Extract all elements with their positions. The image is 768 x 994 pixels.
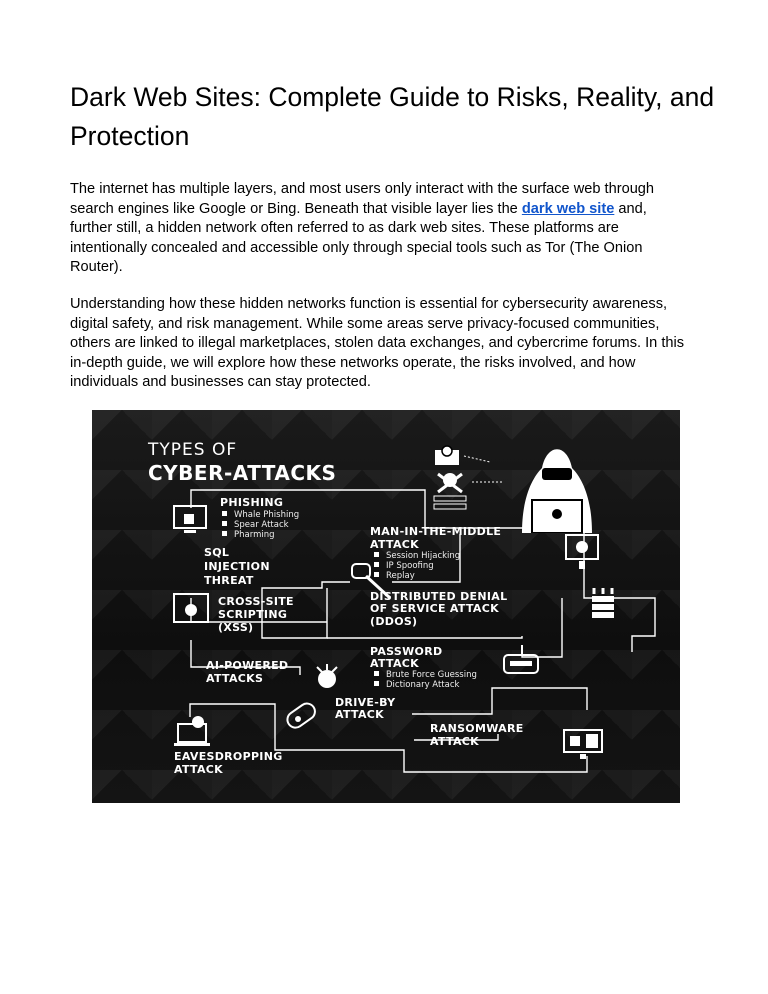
driveby-line2: ATTACK [335,708,384,721]
password-item: Brute Force Guessing [374,670,477,680]
phishing-item: Whale Phishing [222,510,299,520]
cyber-attacks-infographic: TYPES OF CYBER-ATTACKS PHISHING Whale Ph… [92,410,680,803]
xss-line1: CROSS-SITE [218,595,294,608]
email-virus-icon [435,445,459,465]
database-key-icon [351,563,392,600]
sql-line2: INJECTION [204,560,270,573]
ransomware-monitor-icon [563,729,603,759]
ransomware-line2: ATTACK [430,735,479,748]
usb-drive-icon [286,702,316,729]
xss-line2: SCRIPTING [218,608,288,621]
mitm-monitor-icon [565,534,599,569]
password-field-icon [503,645,539,674]
ransomware-line1: RANSOMWARE [430,722,524,735]
text-segment: and, [614,200,647,217]
text-line: others are linked to illegal marketplace… [70,335,685,352]
password-line1: PASSWORD [370,645,443,658]
phishing-item: Pharming [222,530,275,540]
mitm-line2: ATTACK [370,538,419,551]
ai-line1: AI-POWERED [206,659,289,672]
understanding-paragraph: Understanding how these hidden networks … [70,295,684,393]
eavesdropping-line2: ATTACK [174,763,223,776]
xss-line3: (XSS) [218,621,254,634]
text-line: individuals and businesses can stay prot… [70,374,371,391]
xss-browser-bug-icon [173,593,209,623]
hooded-hacker-icon [522,449,592,533]
mitm-item: Replay [374,571,415,581]
phishing-item: Spear Attack [222,520,289,530]
text-line: further still, a hidden network often re… [70,220,619,237]
password-item: Dictionary Attack [374,680,459,690]
ai-line2: ATTACKS [206,672,264,685]
phishing-title: PHISHING [220,496,284,509]
page-title: Dark Web Sites: Complete Guide to Risks,… [70,82,715,151]
text-segment: search engines like Google or Bing. Bene… [70,200,522,217]
ddos-line1: DISTRIBUTED DENIAL [370,590,508,603]
ddos-line3: (DDOS) [370,615,418,628]
sql-line3: THREAT [204,574,254,587]
text-line: The internet has multiple layers, and mo… [70,181,655,197]
mitm-line1: MAN-IN-THE-MIDDLE [370,525,502,538]
eavesdropping-line1: EAVESDROPPING [174,750,283,763]
ddos-line2: OF SERVICE ATTACK [370,602,499,615]
text-line: intentionally concealed and accessible o… [70,239,643,256]
text-line: search engines like Google or Bing. Bene… [70,200,654,220]
text-line: Router). [70,259,123,276]
sql-line1: SQL [204,546,230,559]
text-line: Understanding how these hidden networks … [70,296,668,312]
ddos-server-icon [592,588,614,618]
eavesdropping-laptop-icon [174,716,210,746]
infographic-title-line2: CYBER-ATTACKS [148,461,337,485]
text-line: in-depth guide, we will explore how thes… [70,354,636,371]
password-line2: ATTACK [370,657,419,670]
mitm-item: Session Hijacking [374,551,460,561]
infographic-title-line1: TYPES OF [148,440,238,460]
mitm-item: IP Spoofing [374,561,434,571]
dark-web-site-link[interactable]: dark web site [521,200,615,217]
ai-chip-gear-icon [316,664,338,688]
skull-server-icon [433,472,467,510]
phishing-monitor-icon [173,505,207,533]
text-line: digital safety, and risk management. Whi… [70,315,660,332]
intro-paragraph: The internet has multiple layers, and mo… [70,180,654,278]
driveby-line1: DRIVE-BY [335,696,396,709]
